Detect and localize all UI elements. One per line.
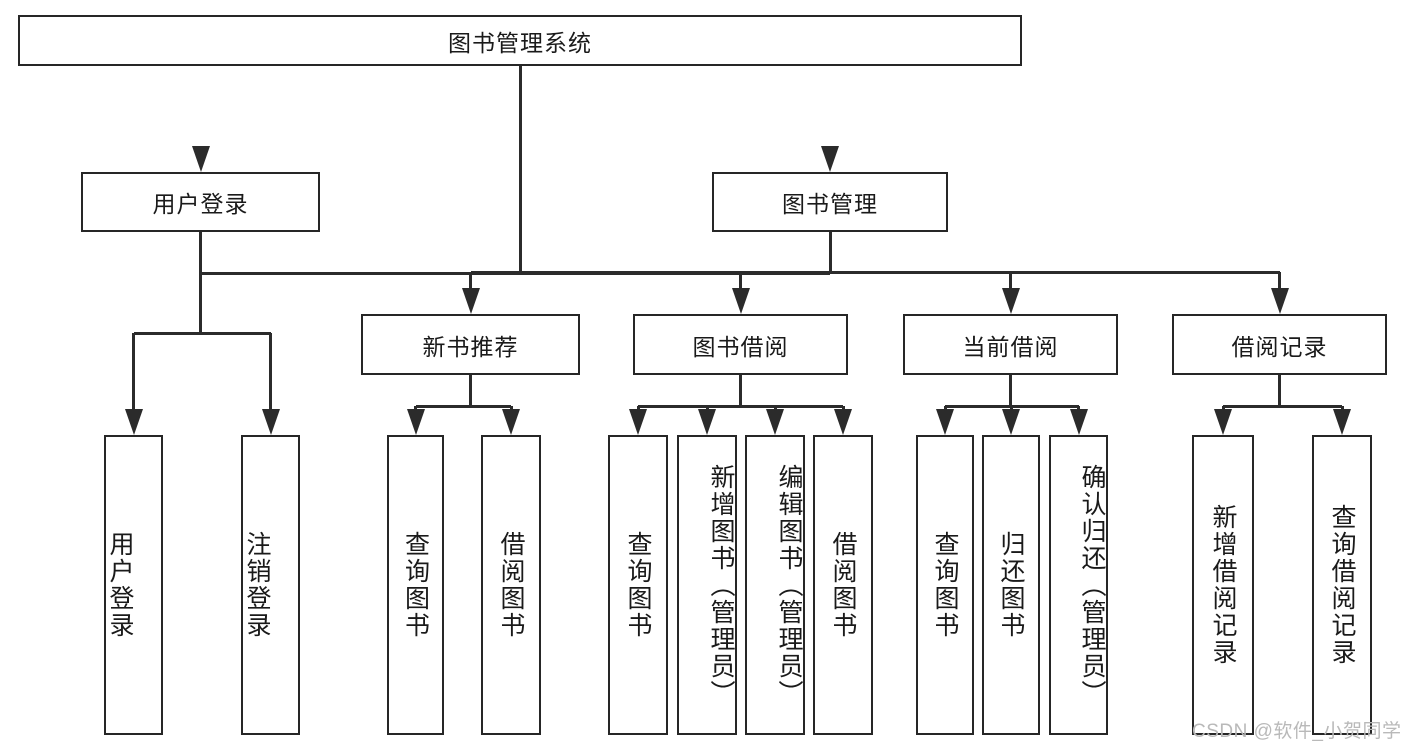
leaf-query-book-current[interactable]: 查询图书 [916,435,974,735]
arrow-head-icon [821,146,839,172]
arrow-head-icon [191,146,210,172]
watermark-text: CSDN @软件_小贺同学 [1192,721,1402,742]
node-user-login[interactable]: 用户登录 [81,172,320,232]
node-label: 借阅图书 [829,531,857,639]
connector-line [636,406,640,409]
leaf-query-borrow-record[interactable]: 查询借阅记录 [1312,435,1372,735]
connector-line [132,333,135,409]
node-label: 新书推荐 [422,333,519,360]
arrow-head-icon [1069,409,1088,435]
arrow-head-icon [1002,409,1020,435]
connector-line [199,232,202,333]
arrow-head-icon [1270,288,1289,314]
connector-line [1009,272,1012,288]
arrow-head-icon [766,409,784,435]
leaf-add-book-admin[interactable]: 新增图书（管理员） [677,435,737,735]
connector-line [841,406,845,409]
node-label: 归还图书 [997,531,1025,639]
node-label: 当前借阅 [962,333,1059,360]
node-label: 用户登录 [106,531,134,639]
connector-line [828,232,832,272]
node-label: 新增借阅记录 [1209,504,1237,666]
arrow-head-icon [731,288,750,314]
connector-line [518,66,522,273]
leaf-user-login[interactable]: 用户登录 [104,435,163,735]
connector-line [415,404,511,408]
node-current-borrow[interactable]: 当前借阅 [903,314,1118,375]
connector-line [1223,404,1342,408]
node-label: 注销登录 [243,531,271,639]
node-borrow-record[interactable]: 借阅记录 [1172,314,1387,375]
node-label: 编辑图书（管理员） [775,463,803,707]
leaf-confirm-return-admin[interactable]: 确认归还（管理员） [1049,435,1108,735]
arrow-head-icon [629,409,647,435]
arrow-head-icon [834,409,852,435]
connector-line [509,406,513,409]
connector-line [1221,406,1225,409]
arrow-head-icon [1214,409,1232,435]
connector-line [1009,406,1013,409]
connector-line [469,272,472,288]
connector-line [739,375,742,406]
arrow-head-icon [502,409,520,435]
arrow-head-icon [1333,409,1351,435]
arrow-head-icon [936,409,954,435]
connector-line [1009,375,1012,406]
node-label: 借阅记录 [1231,333,1328,360]
node-label: 图书管理系统 [448,29,592,56]
node-label: 确认归还（管理员） [1078,463,1106,707]
connector-line [133,331,271,335]
connector-line [739,272,742,288]
node-new-book-recommend[interactable]: 新书推荐 [361,314,580,375]
connector-line [943,406,947,409]
node-label: 查询借阅记录 [1328,504,1356,666]
connector-line [1077,406,1080,409]
leaf-edit-book-admin[interactable]: 编辑图书（管理员） [745,435,805,735]
arrow-head-icon [698,409,716,435]
node-label: 新增图书（管理员） [707,463,735,707]
connector-line [414,406,417,409]
leaf-logout[interactable]: 注销登录 [241,435,300,735]
arrow-head-icon [461,288,480,314]
node-book-management[interactable]: 图书管理 [712,172,948,232]
leaf-add-borrow-record[interactable]: 新增借阅记录 [1192,435,1254,735]
leaf-borrow-book-recommend[interactable]: 借阅图书 [481,435,541,735]
node-label: 查询图书 [624,531,652,639]
leaf-query-book-recommend[interactable]: 查询图书 [387,435,444,735]
leaf-query-book-borrow[interactable]: 查询图书 [608,435,668,735]
node-label: 借阅图书 [497,531,525,639]
connector-line [1340,406,1344,409]
arrow-head-icon [1001,288,1020,314]
node-label: 图书借阅 [692,333,789,360]
leaf-return-book[interactable]: 归还图书 [982,435,1040,735]
node-label: 图书管理 [782,191,878,217]
node-label: 查询图书 [931,531,959,639]
connector-line [1278,375,1281,406]
arrow-head-icon [406,409,425,435]
node-root-system[interactable]: 图书管理系统 [18,15,1022,66]
connector-line [1278,272,1281,288]
connector-line [469,375,472,406]
connector-line [638,404,843,408]
node-label: 用户登录 [152,191,249,217]
arrow-head-icon [124,409,143,435]
connector-line [705,406,709,409]
leaf-borrow-book[interactable]: 借阅图书 [813,435,873,735]
connector-line [773,406,777,409]
node-book-borrow[interactable]: 图书借阅 [633,314,848,375]
connector-line [269,333,272,409]
connector-line [470,270,1280,274]
arrow-head-icon [261,409,280,435]
node-label: 查询图书 [401,531,430,639]
